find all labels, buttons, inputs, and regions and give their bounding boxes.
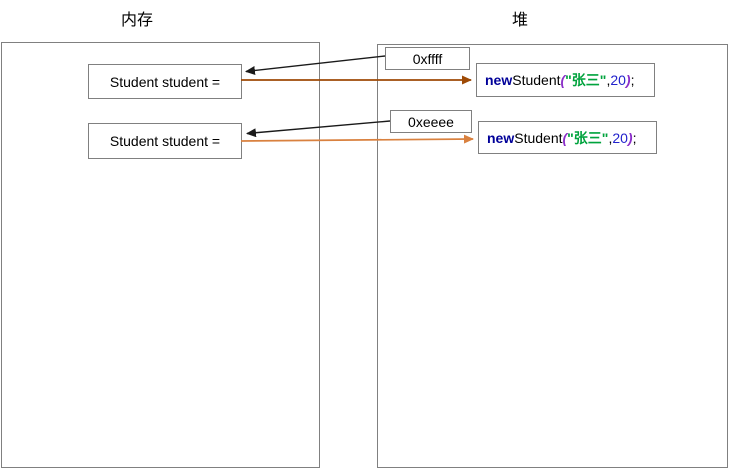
semicolon: ; (630, 72, 635, 88)
variable-box: Student student = (88, 64, 242, 99)
open-paren: ( (560, 72, 566, 88)
address-label: 0xffff (412, 50, 443, 67)
variable-box: Student student = (88, 123, 242, 159)
string-arg: "张三" (567, 129, 609, 146)
variable-label: Student student = (109, 133, 221, 149)
memory-title: 内存 (120, 12, 154, 29)
heap-region (377, 44, 728, 468)
string-arg: "张三" (565, 72, 607, 88)
close-paren: ) (627, 129, 633, 146)
address-label: 0xeeee (408, 113, 454, 130)
keyword-new: new (487, 129, 515, 146)
comma: , (608, 129, 613, 146)
address-box: 0xffff (385, 47, 470, 70)
number-arg: 20 (610, 72, 626, 88)
open-paren: ( (562, 129, 568, 146)
address-box: 0xeeee (390, 110, 472, 133)
class-name: Student (514, 129, 563, 146)
number-arg: 20 (612, 129, 628, 146)
comma: , (606, 72, 611, 88)
variable-label: Student student = (109, 73, 221, 90)
memory-region (1, 42, 320, 468)
keyword-new: new (485, 72, 513, 88)
class-name: Student (512, 72, 561, 88)
heap-title: 堆 (511, 12, 529, 29)
semicolon: ; (632, 129, 637, 146)
close-paren: ) (625, 72, 631, 88)
